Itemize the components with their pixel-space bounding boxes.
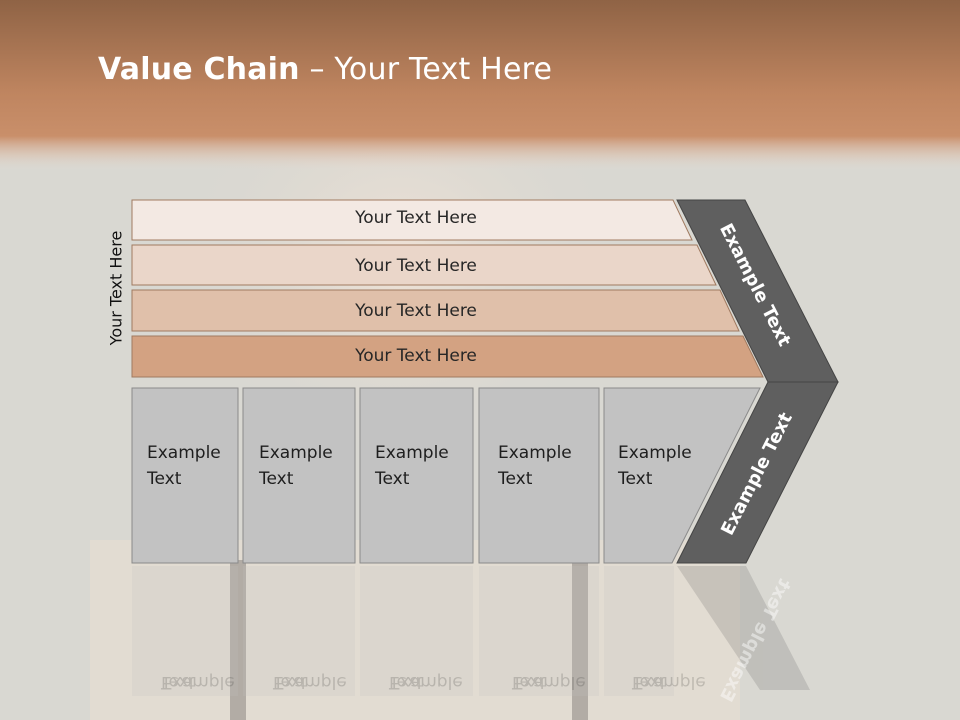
title-rest: – Your Text Here [299, 52, 553, 87]
cell-1-shape [131, 387, 239, 564]
chevron-bottom [676, 381, 839, 564]
band-3-label: Your Text Here [355, 301, 477, 321]
band-4-label: Your Text Here [355, 346, 477, 366]
band-4 [131, 335, 764, 378]
cell-5-shape [603, 387, 761, 564]
cell-4-shape [478, 387, 600, 564]
band-1-label: Your Text Here [355, 208, 477, 228]
reflection [132, 566, 810, 696]
band-2 [131, 244, 717, 286]
cell-2-shape [242, 387, 356, 564]
band-2-label: Your Text Here [355, 256, 477, 276]
cell-3-shape [359, 387, 474, 564]
band-1 [131, 199, 693, 241]
slide-title: Value Chain – Your Text Here [98, 52, 552, 87]
title-bold: Value Chain [98, 52, 300, 87]
band-3 [131, 289, 740, 332]
